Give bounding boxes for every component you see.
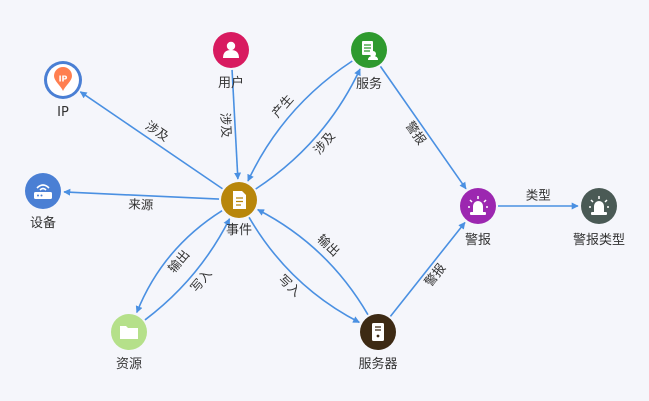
node-label: 服务器	[358, 356, 397, 372]
edge-resource-to-event[interactable]	[144, 218, 231, 321]
node-label: 警报类型	[573, 232, 625, 248]
node-alert-type[interactable]: 警报类型	[573, 188, 625, 248]
folder-icon	[120, 326, 138, 339]
edge-label: 写入	[187, 266, 215, 295]
edge-label: 涉及	[218, 112, 234, 138]
edge-label: 涉及	[143, 118, 173, 145]
edge-event-to-device[interactable]	[63, 188, 220, 200]
edge-label: 输出	[314, 231, 342, 259]
node-user[interactable]: 用户	[213, 32, 249, 91]
node-label: 用户	[218, 75, 244, 91]
edges-layer: 涉及涉及产生涉及来源输出写入写入输出警报警报类型	[63, 60, 579, 324]
node-label: IP	[57, 105, 69, 120]
router-icon	[34, 184, 52, 199]
edge-event-to-service[interactable]	[255, 68, 361, 190]
node-ip[interactable]: IP IP	[44, 61, 82, 120]
edge-event-to-ip[interactable]	[79, 91, 223, 190]
node-resource[interactable]: 资源	[111, 314, 147, 372]
node-label: 资源	[116, 357, 142, 372]
node-label: 事件	[226, 223, 252, 238]
node-circle	[25, 173, 61, 209]
node-event[interactable]: 事件	[221, 182, 257, 238]
edge-label: 涉及	[310, 128, 338, 157]
edge-label: 警报	[421, 260, 449, 289]
edge-event-to-server[interactable]	[248, 216, 360, 324]
user-icon	[223, 41, 239, 58]
edge-server-to-event[interactable]	[257, 208, 369, 316]
server-icon	[372, 323, 384, 341]
edge-event-to-resource[interactable]	[135, 209, 223, 314]
edge-label: 类型	[526, 188, 551, 203]
node-device[interactable]: 设备	[25, 173, 61, 231]
edge-label: 来源	[128, 196, 154, 212]
node-server[interactable]: 服务器	[358, 314, 398, 372]
edge-service-to-event[interactable]	[247, 60, 353, 182]
edge-label: 警报	[403, 118, 430, 147]
nodes-layer: IPIP用户服务设备事件警报警报类型资源服务器	[25, 32, 625, 372]
edge-user-to-event[interactable]	[231, 69, 242, 180]
node-label: 警报	[465, 232, 491, 248]
ip-icon: IP	[54, 67, 72, 91]
edge-service-to-alert[interactable]	[379, 65, 467, 190]
edge-label: 产生	[269, 92, 297, 121]
node-service[interactable]: 服务	[351, 32, 387, 92]
ip-icon-text: IP	[59, 75, 68, 84]
alarm-icon	[589, 196, 609, 215]
alarm-icon	[468, 196, 488, 215]
edge-server-to-alert[interactable]	[389, 221, 466, 317]
node-label: 服务	[356, 76, 382, 92]
document-icon	[233, 191, 246, 209]
node-alert[interactable]: 警报	[460, 188, 496, 248]
service-icon	[362, 41, 378, 60]
edge-label: 输出	[165, 247, 193, 276]
edge-label: 写入	[276, 271, 305, 299]
node-label: 设备	[30, 215, 56, 231]
